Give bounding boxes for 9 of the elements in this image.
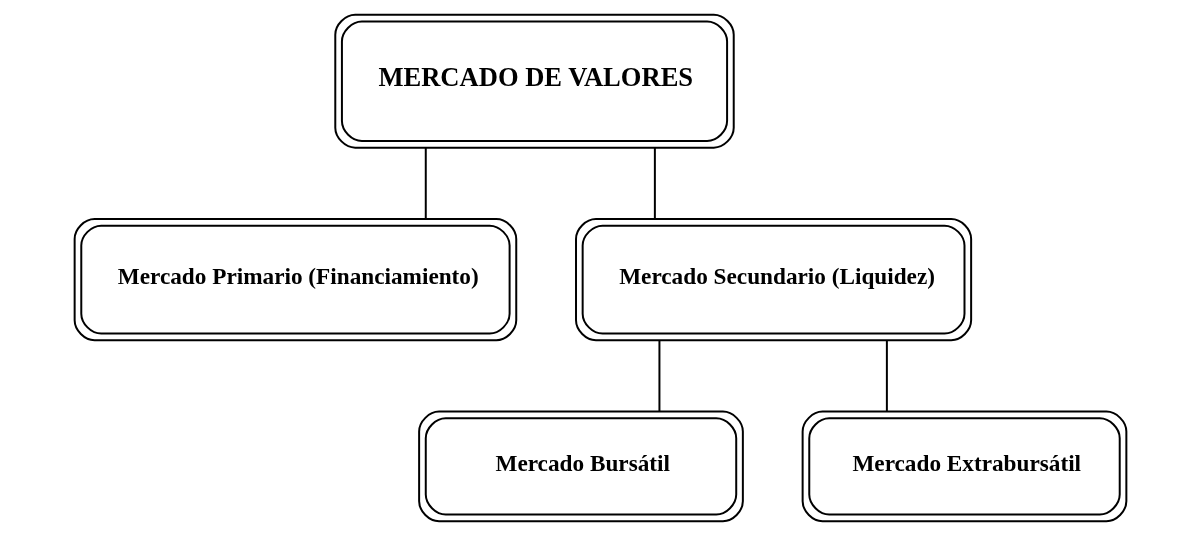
connector [885,339,888,413]
connector [653,146,656,220]
connector [424,146,427,220]
node-box: Mercado Extrabursátil [801,410,1128,523]
node-box: Mercado Secundario (Liquidez) [575,218,973,342]
node-box: Mercado Primario (Financiamiento) [73,218,518,342]
node-box: Mercado Bursátil [418,410,744,523]
node-box: MERCADO DE VALORES [334,13,735,149]
connector [658,339,661,413]
